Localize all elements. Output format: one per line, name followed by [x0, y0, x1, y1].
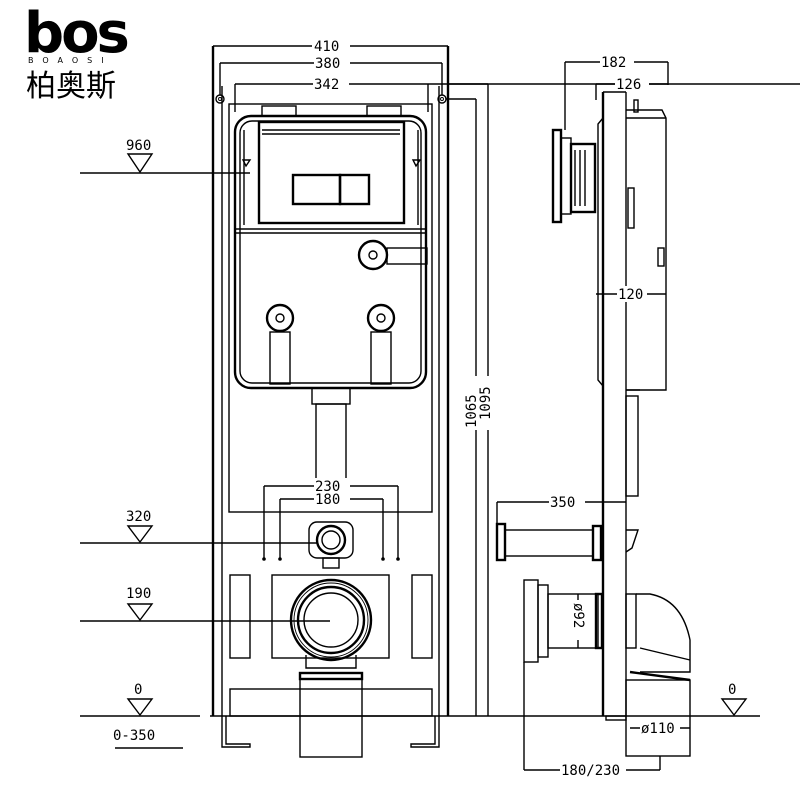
floor-adjust-range: 0-350 [113, 728, 155, 744]
support-left [265, 303, 295, 385]
logo-wordmark: bos [24, 1, 128, 66]
dim-180: 180 [315, 492, 340, 508]
level-marker-190: 190 [80, 586, 330, 622]
cistern-tank [228, 103, 433, 513]
flush-button-large [291, 173, 342, 206]
dim-350: 350 [550, 495, 575, 511]
dim-92: ø92 [570, 603, 586, 628]
dim-410: 410 [314, 39, 339, 55]
side-flush-pipe [625, 389, 640, 553]
front-view: 410 380 342 [80, 38, 800, 758]
height-dimension-lines: 1065 1095 [446, 83, 494, 716]
dim-120: 120 [618, 287, 643, 303]
width-dimension-380: 380 [219, 55, 443, 95]
inlet-spacing-180: 180 [278, 492, 385, 561]
dim-1065: 1065 [464, 394, 480, 428]
drain-connector [289, 578, 373, 758]
level-marker-320: 320 [80, 509, 318, 544]
side-flush-plate [551, 128, 597, 224]
level-marker-floor-front: 0 0-350 [80, 682, 520, 749]
support-right [366, 303, 396, 385]
side-water-pipe: 350 [495, 494, 626, 562]
inlet-spacing-230: 230 [262, 478, 400, 561]
frame-outline [211, 46, 450, 716]
width-dimension-342: 342 [234, 76, 800, 112]
level-0-side: 0 [728, 682, 736, 698]
logo-romanized: BOAOSI [28, 56, 113, 65]
side-drain-connector: ø92 [523, 579, 604, 663]
fill-valve-inlet [357, 239, 428, 271]
depth-dimension-126: 126 [595, 76, 668, 100]
dim-110: ø110 [641, 721, 675, 737]
dim-182: 182 [601, 55, 626, 71]
level-960: 960 [126, 138, 151, 154]
dim-180-230: 180/230 [561, 763, 620, 779]
side-view: 182 126 120 [495, 54, 760, 779]
side-frame [601, 91, 627, 721]
side-tank: 120 [596, 99, 667, 391]
level-0-front: 0 [134, 682, 142, 698]
flush-button-small [338, 173, 371, 206]
level-320: 320 [126, 509, 151, 525]
dim-230: 230 [315, 479, 340, 495]
width-dimension-410: 410 [213, 38, 448, 55]
water-inlet-fitting [308, 521, 354, 569]
brand-logo: bos BOAOSI 柏奥斯 [24, 1, 131, 104]
side-drain-elbow: ø110 [625, 593, 691, 757]
dim-342: 342 [314, 77, 339, 93]
side-offset-dimension: 180/230 [523, 662, 661, 779]
level-marker-960: 960 [80, 138, 250, 174]
level-190: 190 [126, 586, 151, 602]
dim-126: 126 [616, 77, 641, 93]
dim-1095: 1095 [478, 386, 494, 420]
level-marker-floor-side: 0 [520, 682, 760, 717]
mounting-hole-left [215, 94, 225, 104]
dim-380: 380 [315, 56, 340, 72]
depth-dimension-182: 182 [564, 54, 669, 130]
logo-chinese-name: 柏奥斯 [26, 69, 116, 104]
